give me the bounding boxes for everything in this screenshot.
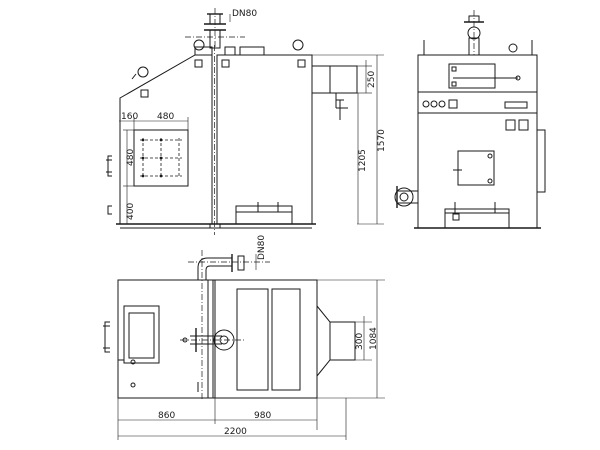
plan-center-pipe [180, 328, 245, 352]
dim-480-v: 480 [126, 149, 136, 166]
flue-pipe [394, 186, 419, 208]
top-panel-right [271, 288, 301, 391]
plan-flue-outlet [329, 321, 356, 361]
plan-front-door [103, 305, 160, 388]
dim-860: 860 [158, 411, 175, 421]
front-top-nozzle [464, 10, 484, 56]
dim-300: 300 [355, 333, 365, 350]
lifting-eye-right [292, 39, 304, 51]
lifting-eye-left [193, 39, 205, 51]
front-door [133, 129, 189, 187]
dn80-plan-label: DN80 [257, 235, 267, 260]
ash-door [235, 202, 293, 225]
middle-door [453, 150, 495, 186]
indicator-2 [430, 100, 438, 108]
dim-1205: 1205 [358, 149, 368, 172]
dim-250: 250 [367, 71, 377, 88]
dim-2200: 2200 [224, 427, 247, 437]
front-view [394, 10, 546, 229]
plan-view: 300 1084 DN80 [103, 235, 385, 440]
side-view: DN80 [106, 8, 387, 235]
flue-outlet-box [311, 65, 358, 120]
upper-door [448, 63, 521, 89]
dim-400: 400 [126, 203, 136, 220]
dn80-top-label: DN80 [232, 9, 257, 19]
display-panel [448, 99, 458, 109]
dim-1084: 1084 [369, 327, 379, 350]
top-nozzle [185, 8, 245, 49]
dim-480-h: 480 [157, 112, 174, 122]
top-panel-left [236, 288, 269, 391]
indicator-1 [422, 100, 430, 108]
lifting-eye-slope [137, 66, 149, 78]
dim-1570: 1570 [377, 129, 387, 152]
front-ash-door [444, 202, 510, 229]
dim-160: 160 [121, 112, 138, 122]
dim-980: 980 [254, 411, 271, 421]
indicator-3 [438, 100, 446, 108]
plan-elbow-pipe [188, 250, 270, 400]
